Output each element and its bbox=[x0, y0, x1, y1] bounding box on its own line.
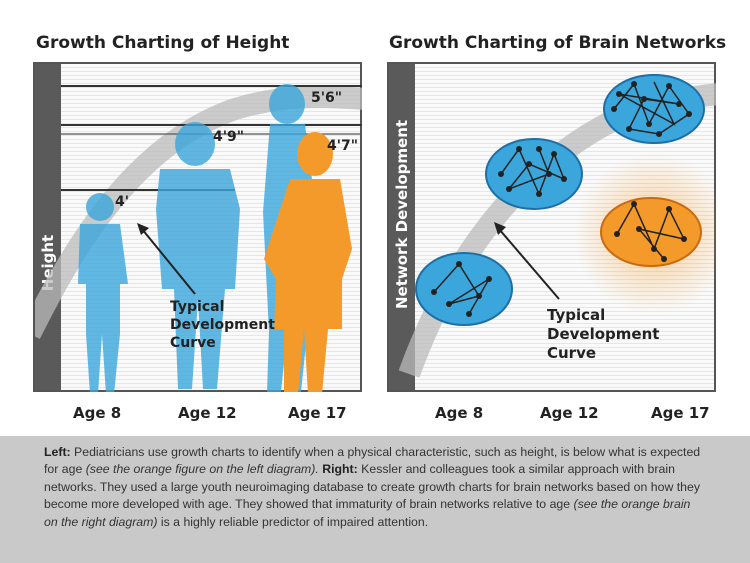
caption-left-text: Pediatricians use growth charts to ident… bbox=[44, 445, 701, 477]
curve-label-line: Development bbox=[170, 317, 275, 333]
orange-figure-silhouette bbox=[264, 132, 352, 392]
curve-arrow bbox=[141, 228, 196, 295]
arrow-head-icon bbox=[494, 222, 506, 235]
height-chart: Height 4' 4'9" 5'6" 4'7" Typical Develop… bbox=[33, 62, 362, 392]
network-axis-bar bbox=[389, 64, 415, 390]
child-age-12-silhouette bbox=[156, 122, 240, 389]
caption-right-note: (see the orange brain on the right diagr… bbox=[44, 497, 691, 529]
caption-right-text: Kessler and colleagues took a similar ap… bbox=[44, 462, 700, 512]
curve-label-line: Curve bbox=[547, 344, 597, 362]
caption-right-label: Right: bbox=[318, 462, 358, 477]
curve-label-line: Development bbox=[547, 325, 660, 343]
left-age-17: Age 17 bbox=[288, 404, 347, 422]
right-age-12: Age 12 bbox=[540, 404, 599, 422]
left-age-8: Age 8 bbox=[73, 404, 122, 422]
left-age-12: Age 12 bbox=[178, 404, 237, 422]
brain-orange bbox=[600, 197, 702, 267]
height-label-5ft6: 5'6" bbox=[311, 90, 343, 106]
height-label-4ft7: 4'7" bbox=[327, 138, 359, 154]
caption-end-text: is a highly reliable predictor of impair… bbox=[157, 514, 429, 529]
left-title: Growth Charting of Height bbox=[36, 33, 290, 53]
curve-label: Typical Development Curve bbox=[547, 306, 659, 363]
brain-network-chart: Network Development Typica bbox=[387, 62, 716, 392]
brain-illustration bbox=[398, 74, 716, 378]
curve-label-line: Typical bbox=[170, 299, 225, 315]
curve-label-line: Curve bbox=[170, 335, 216, 351]
height-label-4ft: 4' bbox=[115, 194, 130, 210]
child-age-8-silhouette bbox=[78, 193, 128, 392]
caption-left-note: (see the orange figure on the left diagr… bbox=[85, 462, 319, 477]
right-age-17: Age 17 bbox=[651, 404, 710, 422]
typical-curve bbox=[35, 85, 362, 339]
height-illustration bbox=[35, 84, 362, 392]
curve-label: Typical Development Curve bbox=[170, 298, 275, 352]
brain-age-17 bbox=[603, 74, 705, 144]
brain-age-8 bbox=[415, 252, 513, 326]
caption-left-label: Left: bbox=[44, 445, 71, 459]
height-label-4ft9: 4'9" bbox=[213, 129, 245, 145]
right-age-8: Age 8 bbox=[435, 404, 484, 422]
caption: Left: Pediatricians use growth charts to… bbox=[0, 436, 750, 563]
brain-age-12 bbox=[485, 138, 583, 210]
curve-arrow bbox=[498, 228, 560, 300]
arrow-head-icon bbox=[137, 223, 149, 235]
right-title: Growth Charting of Brain Networks bbox=[389, 33, 727, 53]
curve-label-line: Typical bbox=[547, 306, 606, 324]
